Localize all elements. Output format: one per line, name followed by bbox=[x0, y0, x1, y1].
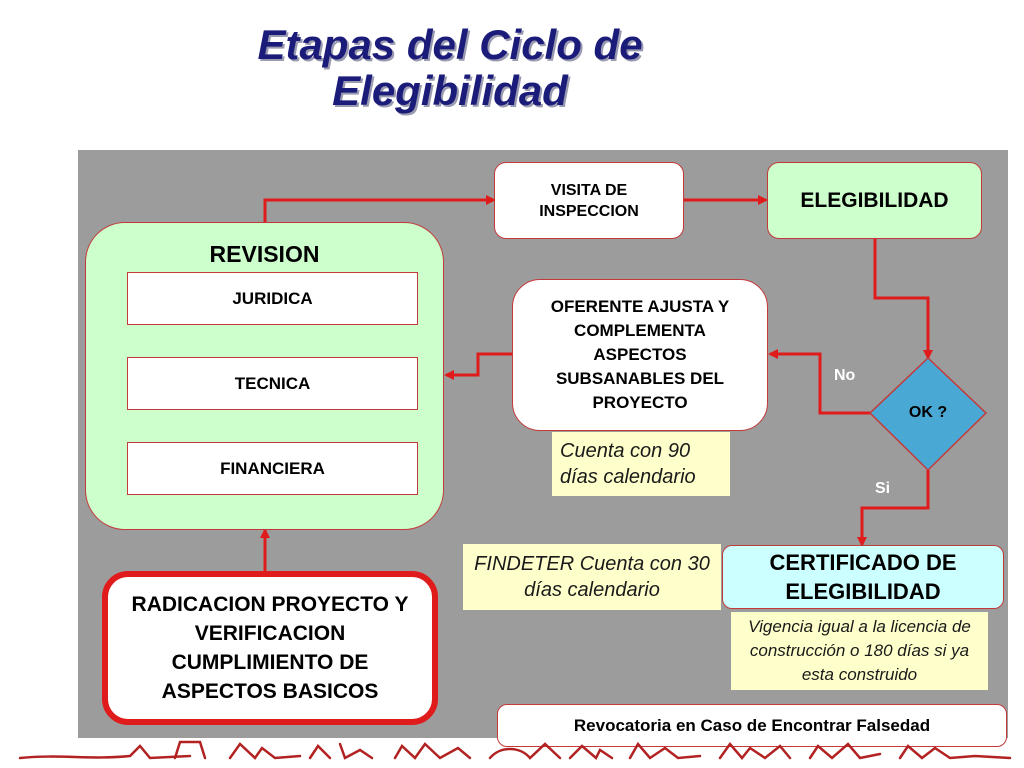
title-line-2: Elegibilidad bbox=[332, 67, 568, 114]
arrow-revision-to-visita bbox=[263, 195, 496, 222]
oferente-ajusta-label: OFERENTE AJUSTA Y COMPLEMENTA ASPECTOS S… bbox=[550, 297, 730, 412]
edge-label-no: No bbox=[834, 367, 856, 384]
edge-label-si: Si bbox=[875, 480, 891, 497]
radicacion-proyecto-box: RADICACION PROYECTO Y VERIFICACION CUMPL… bbox=[102, 571, 438, 725]
slide-title: Etapas del Ciclo de Elegibilidad bbox=[150, 22, 750, 114]
tecnica-box: TECNICA bbox=[127, 357, 418, 410]
arrow-ok-to-certificado bbox=[857, 470, 930, 547]
visita-inspeccion-label: VISITA DE INSPECCION bbox=[539, 181, 639, 220]
visita-inspeccion-box: VISITA DE INSPECCION bbox=[494, 162, 684, 239]
oferente-ajusta-box: OFERENTE AJUSTA Y COMPLEMENTA ASPECTOS S… bbox=[512, 279, 768, 431]
revision-label: REVISION bbox=[209, 241, 320, 267]
juridica-box: JURIDICA bbox=[127, 272, 418, 325]
note-findeter-text: FINDETER Cuenta con 30 días calendario bbox=[474, 553, 710, 601]
note-90-dias-text: Cuenta con 90 días calendario bbox=[560, 440, 696, 488]
arrow-oferente-to-revision bbox=[444, 352, 512, 380]
elegibilidad-box: ELEGIBILIDAD bbox=[767, 162, 982, 239]
financiera-box: FINANCIERA bbox=[127, 442, 418, 495]
arrow-elegibilidad-to-ok bbox=[873, 238, 933, 360]
decision-diamond bbox=[868, 356, 988, 472]
financiera-label: FINANCIERA bbox=[220, 458, 325, 478]
juridica-label: JURIDICA bbox=[232, 288, 313, 308]
revocatoria-label: Revocatoria en Caso de Encontrar Falseda… bbox=[573, 715, 931, 735]
revocatoria-box: Revocatoria en Caso de Encontrar Falseda… bbox=[497, 704, 1007, 747]
arrow-ok-to-oferente bbox=[768, 349, 872, 415]
note-findeter-30-dias: FINDETER Cuenta con 30 días calendario bbox=[463, 544, 721, 610]
radicacion-proyecto-label: RADICACION PROYECTO Y VERIFICACION CUMPL… bbox=[131, 593, 409, 703]
ok-decision-label: OK ? bbox=[870, 400, 986, 426]
note-vigencia-text: Vigencia igual a la licencia de construc… bbox=[748, 617, 971, 684]
footer-decoration bbox=[18, 740, 1012, 760]
ok-decision-text: OK ? bbox=[908, 404, 948, 421]
note-90-dias: Cuenta con 90 días calendario bbox=[552, 432, 730, 496]
note-vigencia: Vigencia igual a la licencia de construc… bbox=[731, 612, 988, 690]
tecnica-label: TECNICA bbox=[234, 373, 311, 393]
elegibilidad-label: ELEGIBILIDAD bbox=[800, 188, 949, 212]
certificado-elegibilidad-label: CERTIFICADO DE ELEGIBILIDAD bbox=[769, 550, 957, 604]
certificado-elegibilidad-box: CERTIFICADO DE ELEGIBILIDAD bbox=[722, 545, 1004, 609]
title-line-1: Etapas del Ciclo de bbox=[257, 21, 643, 68]
